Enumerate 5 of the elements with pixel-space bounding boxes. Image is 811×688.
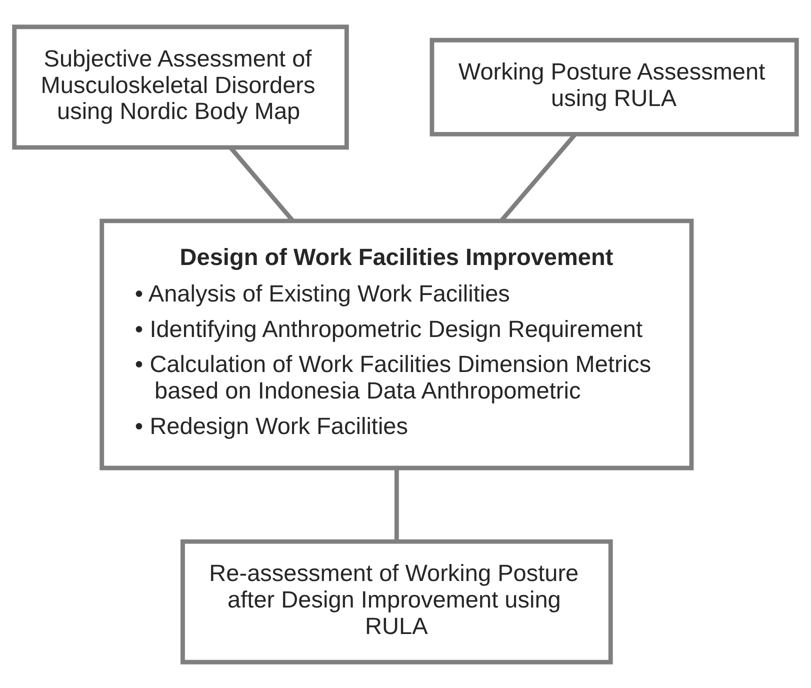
node-box: Working Posture Assessment using RULA	[430, 37, 799, 136]
node-box: Subjective Assessment of Musculoskeletal Disorders using Nordic Body Map	[12, 24, 349, 150]
node-box: Re-assessment of Working Posture after Design Improvement using RULA	[180, 538, 613, 664]
node-box: Design of Work Facilities Improvement • Analysis of Existing Work Facilities • Identifying Anthropometric Design Requirement • Calculation of Work Facilities Dimension Metrics based on Indonesia Data Anthropometric • Redesign Work Facilities	[100, 218, 694, 470]
connector	[394, 468, 399, 541]
